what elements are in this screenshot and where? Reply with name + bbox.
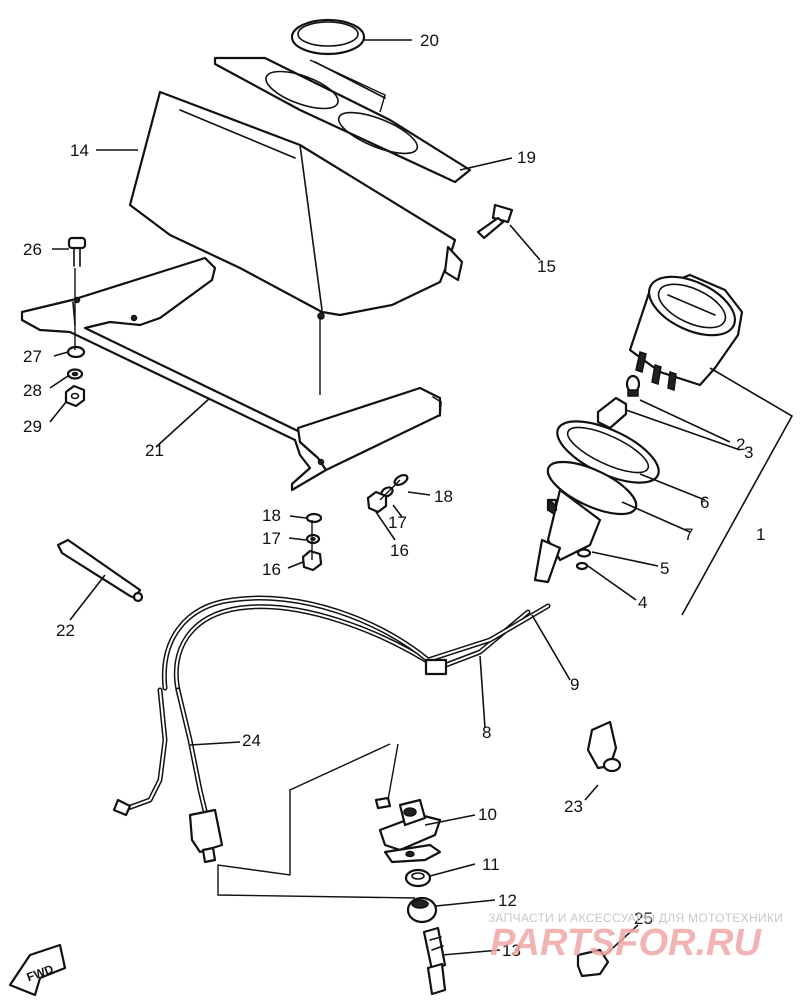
washer-27-part — [66, 345, 86, 359]
part-label-11: 11 — [482, 855, 500, 874]
gear-12-part — [406, 896, 438, 924]
part-label-26: 26 — [23, 240, 42, 259]
fitting-4-part — [575, 561, 589, 571]
part-label-27: 27 — [23, 347, 42, 366]
case-7-part — [533, 460, 638, 584]
meter-cable-9-part — [161, 595, 551, 691]
part-label-28: 28 — [23, 381, 42, 400]
part-label-1: 1 — [756, 525, 765, 544]
meter-bracket-part — [20, 256, 442, 492]
socket-3-part — [596, 396, 628, 430]
watermark-tagline: ЗАПЧАСТИ И АКСЕССУАРЫ ДЛЯ МОТОТЕХНИКИ — [488, 911, 783, 925]
part-label-24: 24 — [242, 731, 261, 750]
washer-28-part — [66, 368, 84, 380]
rubber-strap-part — [56, 538, 144, 603]
part-label-16a: 16 — [262, 560, 281, 579]
connection-lines — [74, 59, 416, 899]
part-label-12: 12 — [498, 891, 517, 910]
watermark: ЗАПЧАСТИ И АКСЕССУАРЫ ДЛЯ МОТОТЕХНИКИ PA… — [488, 911, 783, 964]
part-label-3: 3 — [744, 443, 753, 462]
part-label-6: 6 — [700, 493, 709, 512]
part-label-17b: 17 — [388, 513, 407, 532]
clip-23-part — [586, 720, 622, 773]
part-label-14: 14 — [70, 141, 89, 160]
nut-29-part — [64, 384, 86, 408]
nut-16b-part — [366, 490, 388, 514]
part-label-4: 4 — [638, 593, 647, 612]
part-label-29: 29 — [23, 417, 42, 436]
part-label-17a: 17 — [262, 529, 281, 548]
screw-15-part — [476, 203, 514, 240]
part-label-5: 5 — [660, 559, 669, 578]
bulb-2-part — [625, 374, 641, 397]
nut-16a-part — [301, 549, 323, 572]
cable-clamp-part — [424, 658, 448, 676]
part-label-20: 20 — [420, 31, 439, 50]
meter-housing-part — [128, 90, 464, 320]
part-label-16b: 16 — [390, 541, 409, 560]
bushing-11-part — [404, 868, 432, 888]
watermark-brand: PARTSFOR.RU — [490, 922, 762, 964]
pinion-13-part — [422, 926, 447, 996]
part-label-7: 7 — [684, 525, 693, 544]
part-label-23: 23 — [564, 797, 583, 816]
gear-housing-10-part — [374, 796, 442, 852]
part-labels: 20 19 14 15 26 27 28 29 21 18 17 16 18 1… — [23, 31, 765, 960]
leader-lines — [49, 39, 741, 957]
lens-cap-part — [290, 18, 366, 56]
part-label-19: 19 — [517, 148, 536, 167]
bolt-26-part — [67, 236, 87, 267]
part-label-8: 8 — [482, 723, 491, 742]
fwd-arrow: FWD — [8, 943, 67, 997]
part-label-13: 13 — [502, 941, 521, 960]
speedometer-part — [628, 273, 744, 392]
part-label-18a: 18 — [262, 506, 281, 525]
cable-24-part — [112, 687, 224, 864]
part-label-21: 21 — [145, 441, 164, 460]
fitting-5-part — [576, 548, 592, 558]
part-label-15: 15 — [537, 257, 556, 276]
washer-17a-part — [305, 533, 321, 545]
part-label-10: 10 — [478, 805, 497, 824]
part-label-2: 2 — [736, 435, 745, 454]
meter-cable-8-part — [173, 604, 531, 693]
clip-25-part — [576, 948, 610, 978]
washer-18a-part — [305, 512, 323, 524]
part-label-25: 25 — [634, 909, 653, 928]
part-label-22: 22 — [56, 621, 75, 640]
gear-gasket-part — [383, 843, 442, 864]
group-1-bracket — [681, 367, 794, 616]
part-label-9: 9 — [570, 675, 579, 694]
part-label-18b: 18 — [434, 487, 453, 506]
